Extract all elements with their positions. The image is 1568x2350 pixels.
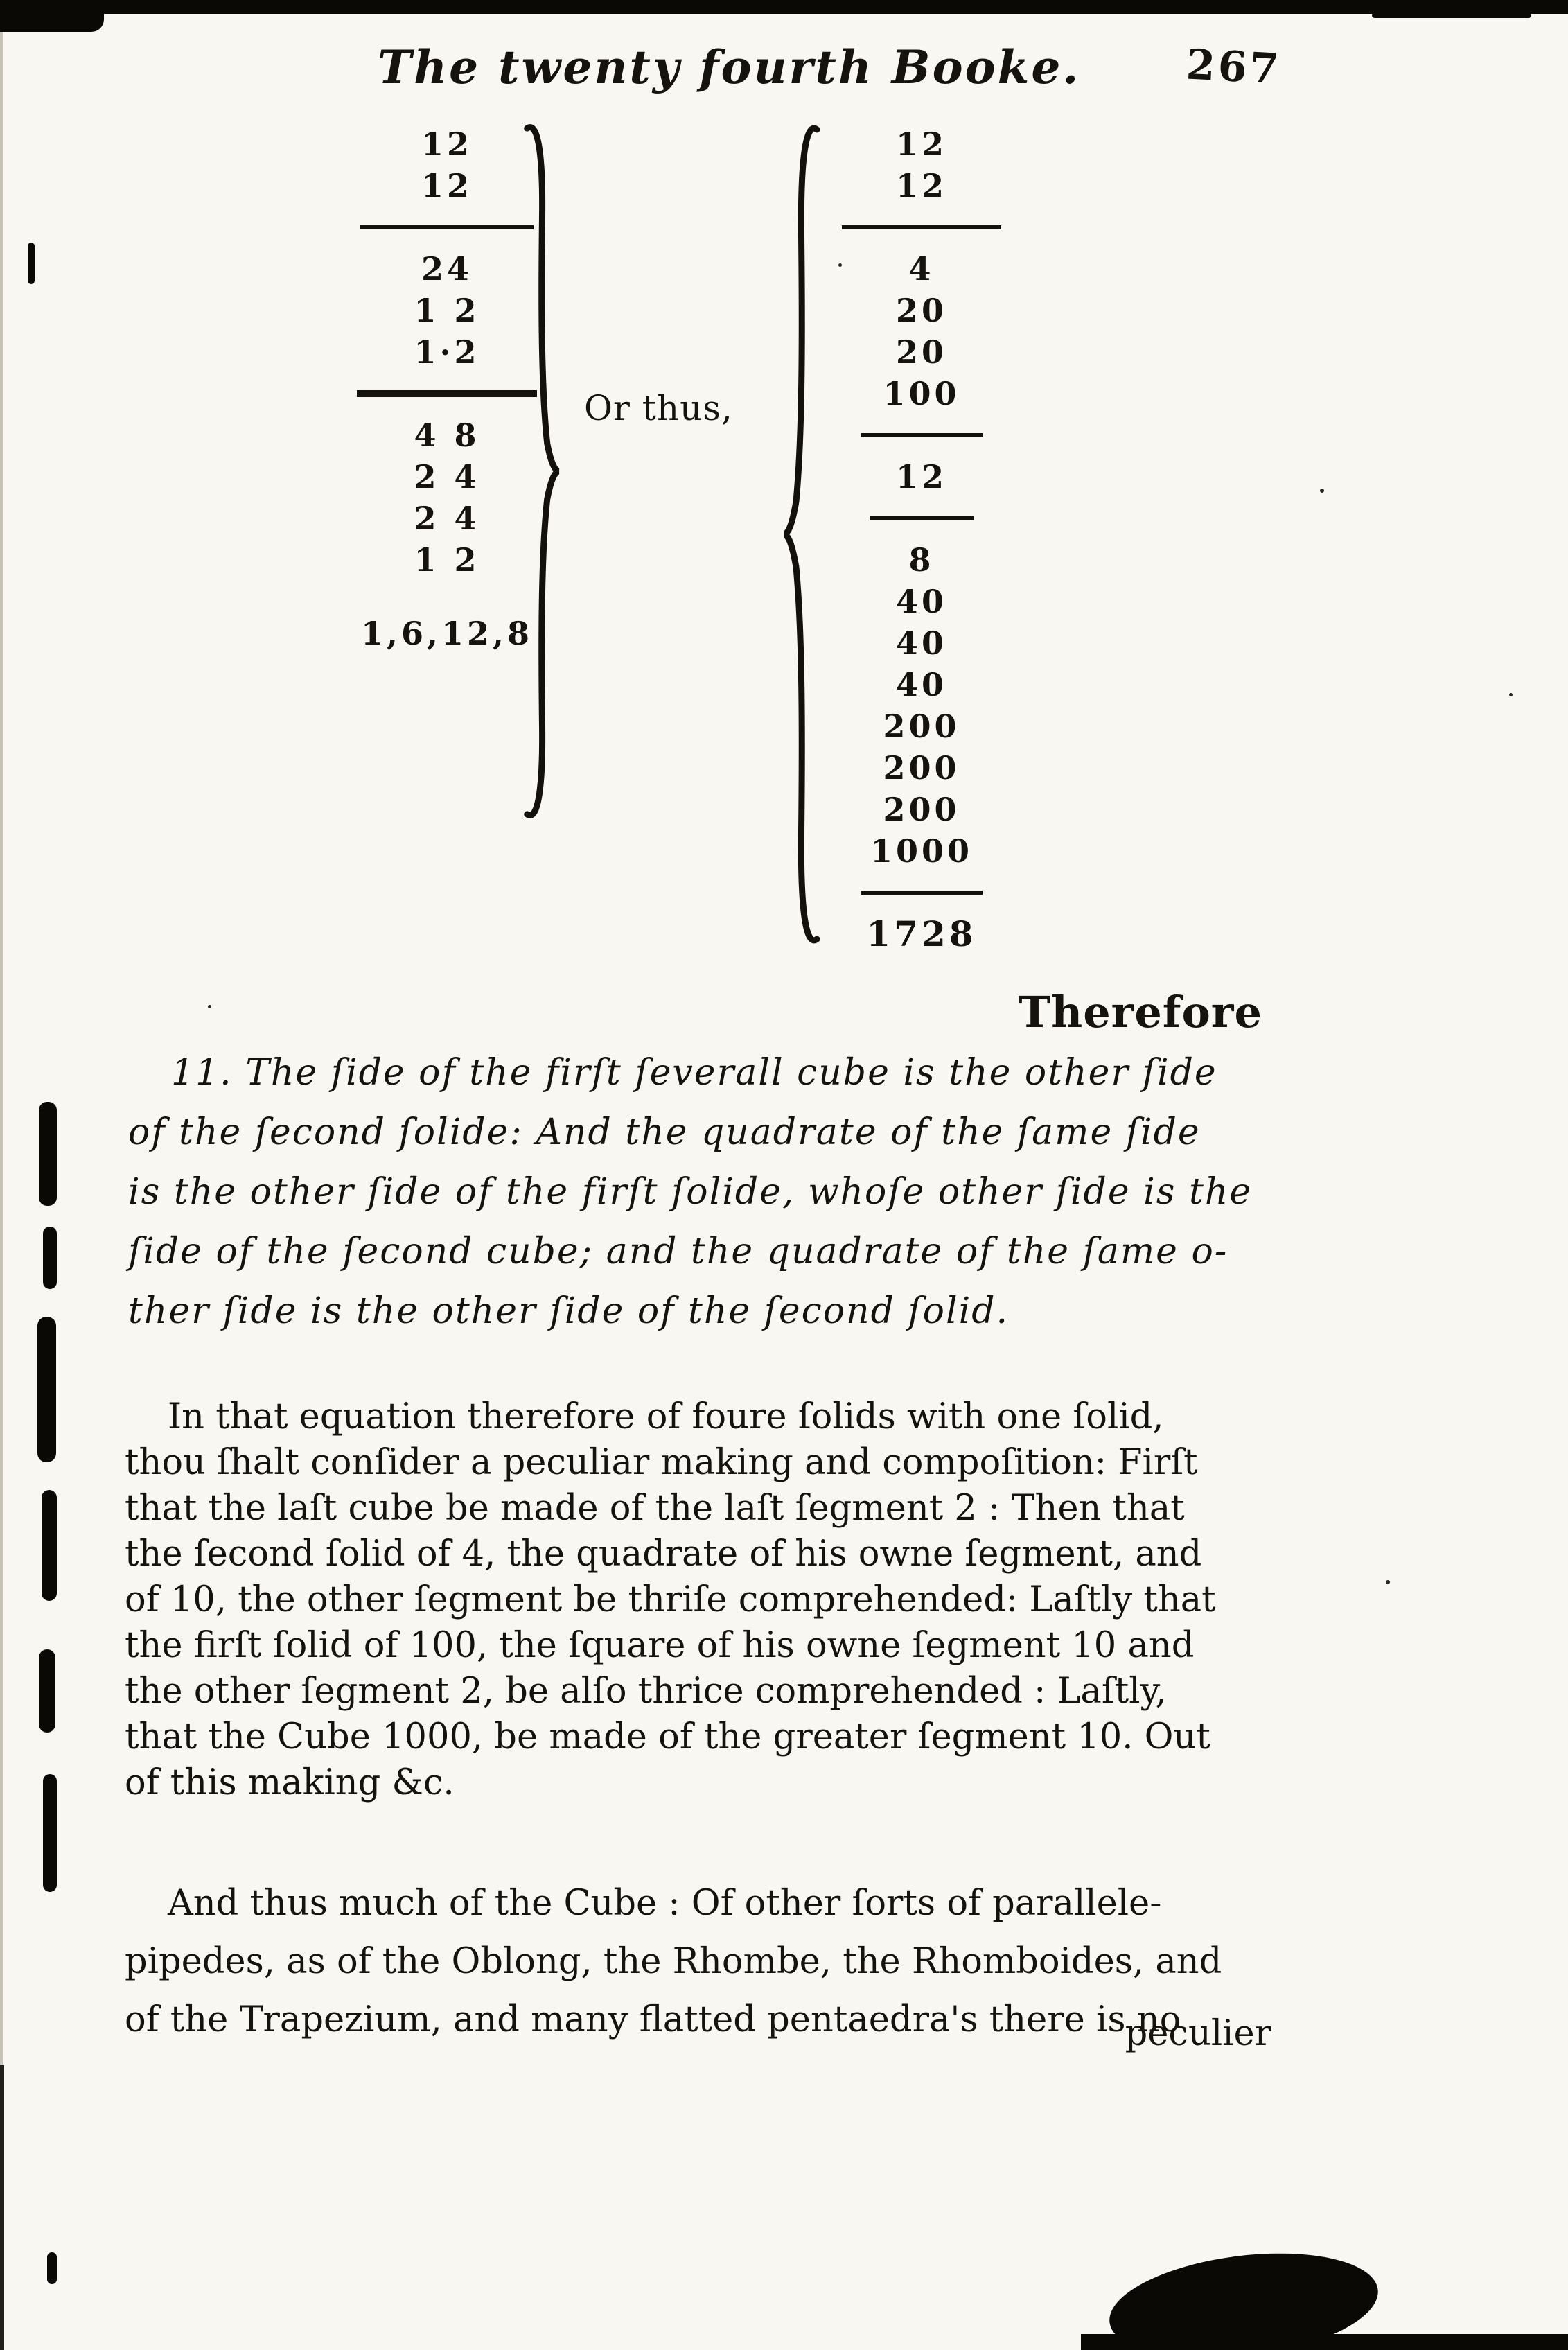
calc-value: 1000 (870, 832, 974, 870)
sum-rule-row (838, 872, 1005, 913)
text-line: of the Trapezium, and many flatted penta… (125, 1999, 1181, 2040)
rule-line (861, 891, 983, 895)
scan-edge-right (0, 2065, 4, 2350)
text-line: the ſecond ſolid of 4, the quadrate of h… (125, 1534, 1202, 1575)
scan-edge-bottom (1081, 2334, 1568, 2350)
text-line: of the ſecond ſolide: And the quadrate o… (128, 1112, 1201, 1153)
left-brace (521, 121, 561, 821)
calc-value: 4 (908, 250, 935, 288)
rule-line (861, 433, 983, 437)
sum-rule-row (838, 207, 1005, 248)
text-line: And thus much of the Cube : Of other ſor… (168, 1883, 1162, 1924)
text-line: the firſt ſolid of 100, the ſquare of hi… (125, 1625, 1195, 1666)
text-line: pipedes, as of the Oblong, the Rhombe, t… (125, 1941, 1222, 1982)
calc-value: 12 (895, 125, 947, 163)
page-number: 267 (1185, 40, 1283, 94)
text-line: ſide of the ſecond cube; and the quadrat… (128, 1231, 1228, 1272)
scan-blot (28, 243, 35, 284)
text-line: of 10, the other ſegment be thriſe compr… (125, 1579, 1216, 1620)
running-header-title: The twenty fourth Booke. (378, 40, 1081, 94)
text-line: In that equation therefore of foure ſoli… (168, 1396, 1164, 1437)
scan-speck (1386, 1580, 1390, 1584)
calc-value: 12 (421, 125, 473, 163)
calc-value: 200 (883, 708, 960, 745)
scan-speck (208, 1005, 211, 1008)
calc-value: 8 (908, 541, 935, 579)
scan-blot (43, 1227, 57, 1289)
column-spacer (346, 581, 547, 613)
sum-rule-row (346, 207, 547, 248)
scan-speck (838, 263, 842, 267)
multiplication-left-column: 12 12 24 1 2 1·2 4 8 2 4 2 4 1 2 1,6,12,… (346, 123, 547, 654)
calc-value: 200 (883, 791, 960, 828)
rule-line (357, 390, 537, 397)
calc-value: 1·2 (414, 333, 480, 371)
calc-result: 1,6,12,8 (360, 615, 534, 652)
text-line: thou ſhalt conſider a peculiar making an… (125, 1442, 1198, 1483)
calc-value: 40 (895, 666, 947, 703)
calc-value: 20 (895, 333, 947, 371)
text-line: the other ſegment 2, be alſo thrice comp… (125, 1671, 1167, 1712)
scan-blot (43, 1774, 57, 1892)
theorem-paragraph: 11. The ſide of the firſt ſeverall cube … (128, 1043, 1292, 1341)
scan-speck (1320, 489, 1324, 493)
right-brace (782, 121, 823, 947)
calc-value: 200 (883, 749, 960, 787)
rule-line (842, 225, 1001, 229)
scan-corner-top-left (0, 0, 104, 32)
calc-value: 1 2 (414, 292, 480, 329)
calc-result: 1728 (866, 913, 977, 954)
calc-value: 24 (421, 250, 473, 288)
scan-blot (42, 1490, 57, 1601)
calc-value: 2 4 (414, 458, 480, 496)
sum-rule-row (838, 498, 1005, 539)
scan-edge-top-right (1372, 12, 1531, 18)
body-paragraph-2: And thus much of the Cube : Of other ſor… (125, 1875, 1289, 2049)
calc-value: 2 4 (414, 500, 480, 537)
page-gutter-line (0, 0, 3, 2065)
calc-value: 1 2 (414, 541, 480, 579)
text-line: of this making &c. (125, 1762, 455, 1803)
sum-rule-row (346, 373, 547, 414)
sum-rule-row (838, 414, 1005, 456)
text-line: that the Cube 1000, be made of the great… (125, 1717, 1210, 1757)
calc-value: 12 (421, 167, 473, 204)
calc-value: 40 (895, 624, 947, 662)
catchword: peculier (1125, 2013, 1271, 2054)
therefore-word: Therefore (1019, 987, 1262, 1037)
multiplication-right-column: 12 12 4 20 20 100 12 8 40 40 40 200 200 … (838, 123, 1005, 955)
body-paragraph-1: In that equation therefore of foure ſoli… (125, 1394, 1289, 1806)
text-line: 11. The ſide of the firſt ſeverall cube … (171, 1052, 1217, 1094)
scan-speck (1509, 693, 1513, 696)
text-line: ther ſide is the other ſide of the ſecon… (128, 1290, 1010, 1332)
text-line: that the laſt cube be made of the laſt ſ… (125, 1488, 1185, 1529)
scan-blot (39, 1102, 57, 1206)
or-thus-label: Or thus, (584, 388, 733, 428)
text-line: is the other ſide of the firſt ſolide, w… (128, 1171, 1253, 1213)
scan-edge-top (0, 0, 1568, 14)
scan-blot (37, 1317, 56, 1462)
scan-blot (39, 1649, 55, 1733)
calc-value: 12 (895, 167, 947, 204)
calc-value: 100 (883, 375, 960, 412)
calc-value: 12 (895, 458, 947, 496)
calc-value: 4 8 (414, 416, 480, 454)
rule-line (360, 225, 534, 229)
scan-blot (47, 2252, 57, 2284)
rule-line (870, 516, 974, 520)
calc-value: 40 (895, 583, 947, 620)
calc-value: 20 (895, 292, 947, 329)
